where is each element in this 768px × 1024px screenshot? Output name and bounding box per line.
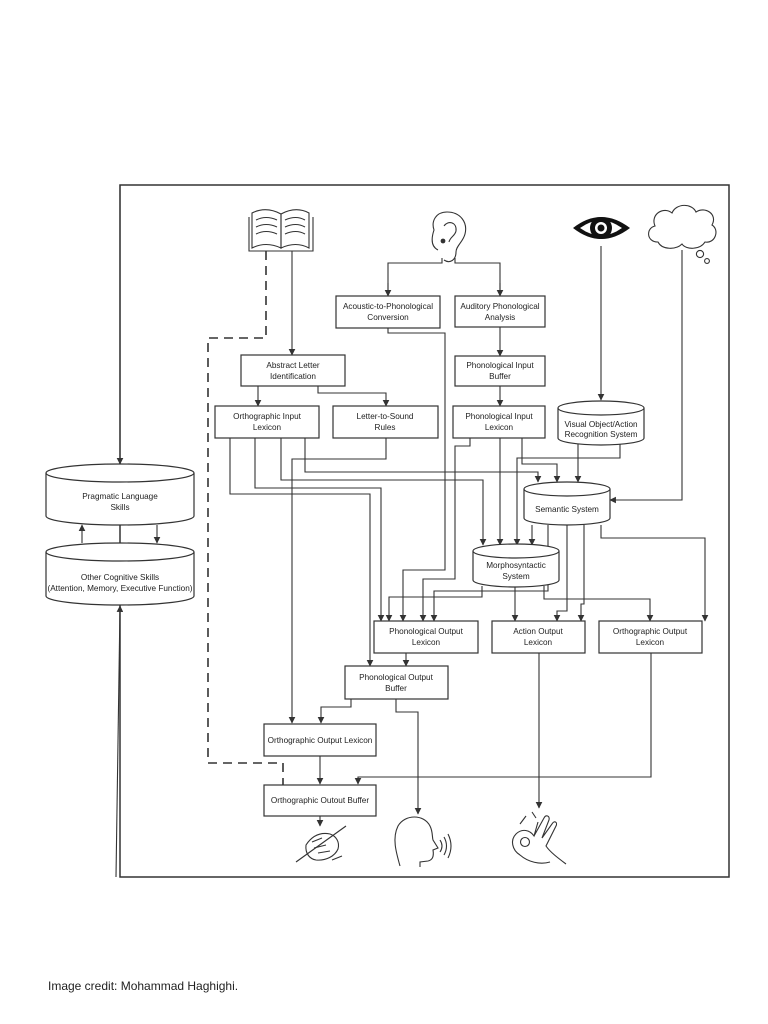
label: Abstract Letter xyxy=(266,361,320,370)
connections xyxy=(78,185,709,878)
box-phon-output-buffer: Phonological Output Buffer xyxy=(344,665,449,700)
cylinder-morphosyntactic: Morphosyntactic System xyxy=(472,543,560,588)
dashed-link xyxy=(207,251,284,785)
label: System xyxy=(502,572,529,581)
box-phon-input-buffer: Phonological Input Buffer xyxy=(454,355,546,387)
label: Orthographic Outout Buffer xyxy=(271,796,369,805)
outer-frame xyxy=(119,184,730,878)
label: Lexicon xyxy=(524,638,553,647)
label: Phonological Output xyxy=(359,673,433,682)
label: Other Cognitive Skills xyxy=(81,573,159,582)
box-orth-output-lexicon: Orthographic Output Lexicon xyxy=(263,723,377,757)
label: Pragmatic Language xyxy=(82,492,158,501)
label: Skills xyxy=(110,503,129,512)
label: Lexicon xyxy=(253,423,282,432)
label: Phonological Input xyxy=(466,361,534,370)
label: Lexicon xyxy=(412,638,441,647)
label: Action Output xyxy=(513,627,563,636)
label: Auditory Phonological xyxy=(460,302,539,311)
box-acoustic-conversion: Acoustic-to-Phonological Conversion xyxy=(335,295,441,329)
label: (Attention, Memory, Executive Function) xyxy=(47,584,192,593)
label: Conversion xyxy=(367,313,409,322)
label: Analysis xyxy=(485,313,516,322)
box-orth-output-lexicon-right: Orthographic Output Lexicon xyxy=(598,620,703,654)
label: Buffer xyxy=(489,372,511,381)
speaking-head-icon xyxy=(394,816,452,867)
box-abstract-letter: Abstract Letter Identification xyxy=(240,354,346,387)
label: Buffer xyxy=(385,684,407,693)
label: Visual Object/Action xyxy=(564,420,638,429)
cylinder-other-cognitive: Other Cognitive Skills (Attention, Memor… xyxy=(45,542,195,606)
box-action-output-lexicon: Action Output Lexicon xyxy=(491,620,586,654)
label: Phonological Output xyxy=(389,627,463,636)
label: Orthographic Output xyxy=(613,627,688,636)
label: Orthographic Input xyxy=(233,412,302,421)
box-phon-output-lexicon: Phonological Output Lexicon xyxy=(373,620,479,654)
image-credit: Image credit: Mohammad Haghighi. xyxy=(48,979,239,993)
box-auditory-analysis: Auditory Phonological Analysis xyxy=(454,295,546,328)
label: Acoustic-to-Phonological xyxy=(343,302,433,311)
label: Identification xyxy=(270,372,316,381)
book-icon xyxy=(248,209,314,252)
box-phon-input-lexicon: Phonological Input Lexicon xyxy=(452,405,546,439)
label: Lexicon xyxy=(636,638,665,647)
box-orth-input-lexicon: Orthographic Input Lexicon xyxy=(214,405,320,439)
label: Semantic System xyxy=(535,505,599,514)
cylinder-pragmatic: Pragmatic Language Skills xyxy=(45,463,195,526)
cylinder-visual-object: Visual Object/Action Recognition System xyxy=(557,400,645,446)
writing-hand-icon xyxy=(295,825,347,863)
label: Letter-to-Sound xyxy=(357,412,414,421)
label: Recognition System xyxy=(565,430,638,439)
gesture-hand-icon xyxy=(511,811,567,865)
label: Rules xyxy=(375,423,396,432)
label: Phonological Input xyxy=(465,412,533,421)
label: Lexicon xyxy=(485,423,514,432)
thought-cloud-icon xyxy=(648,204,717,264)
label: Morphosyntactic xyxy=(486,561,546,570)
cylinder-semantic-system: Semantic System xyxy=(523,481,611,526)
eye-icon xyxy=(573,217,630,239)
label: Orthographic Output Lexicon xyxy=(268,736,373,745)
box-letter-to-sound: Letter-to-Sound Rules xyxy=(332,405,439,439)
box-orth-output-buffer: Orthographic Outout Buffer xyxy=(263,784,377,817)
ear-icon xyxy=(431,211,467,263)
